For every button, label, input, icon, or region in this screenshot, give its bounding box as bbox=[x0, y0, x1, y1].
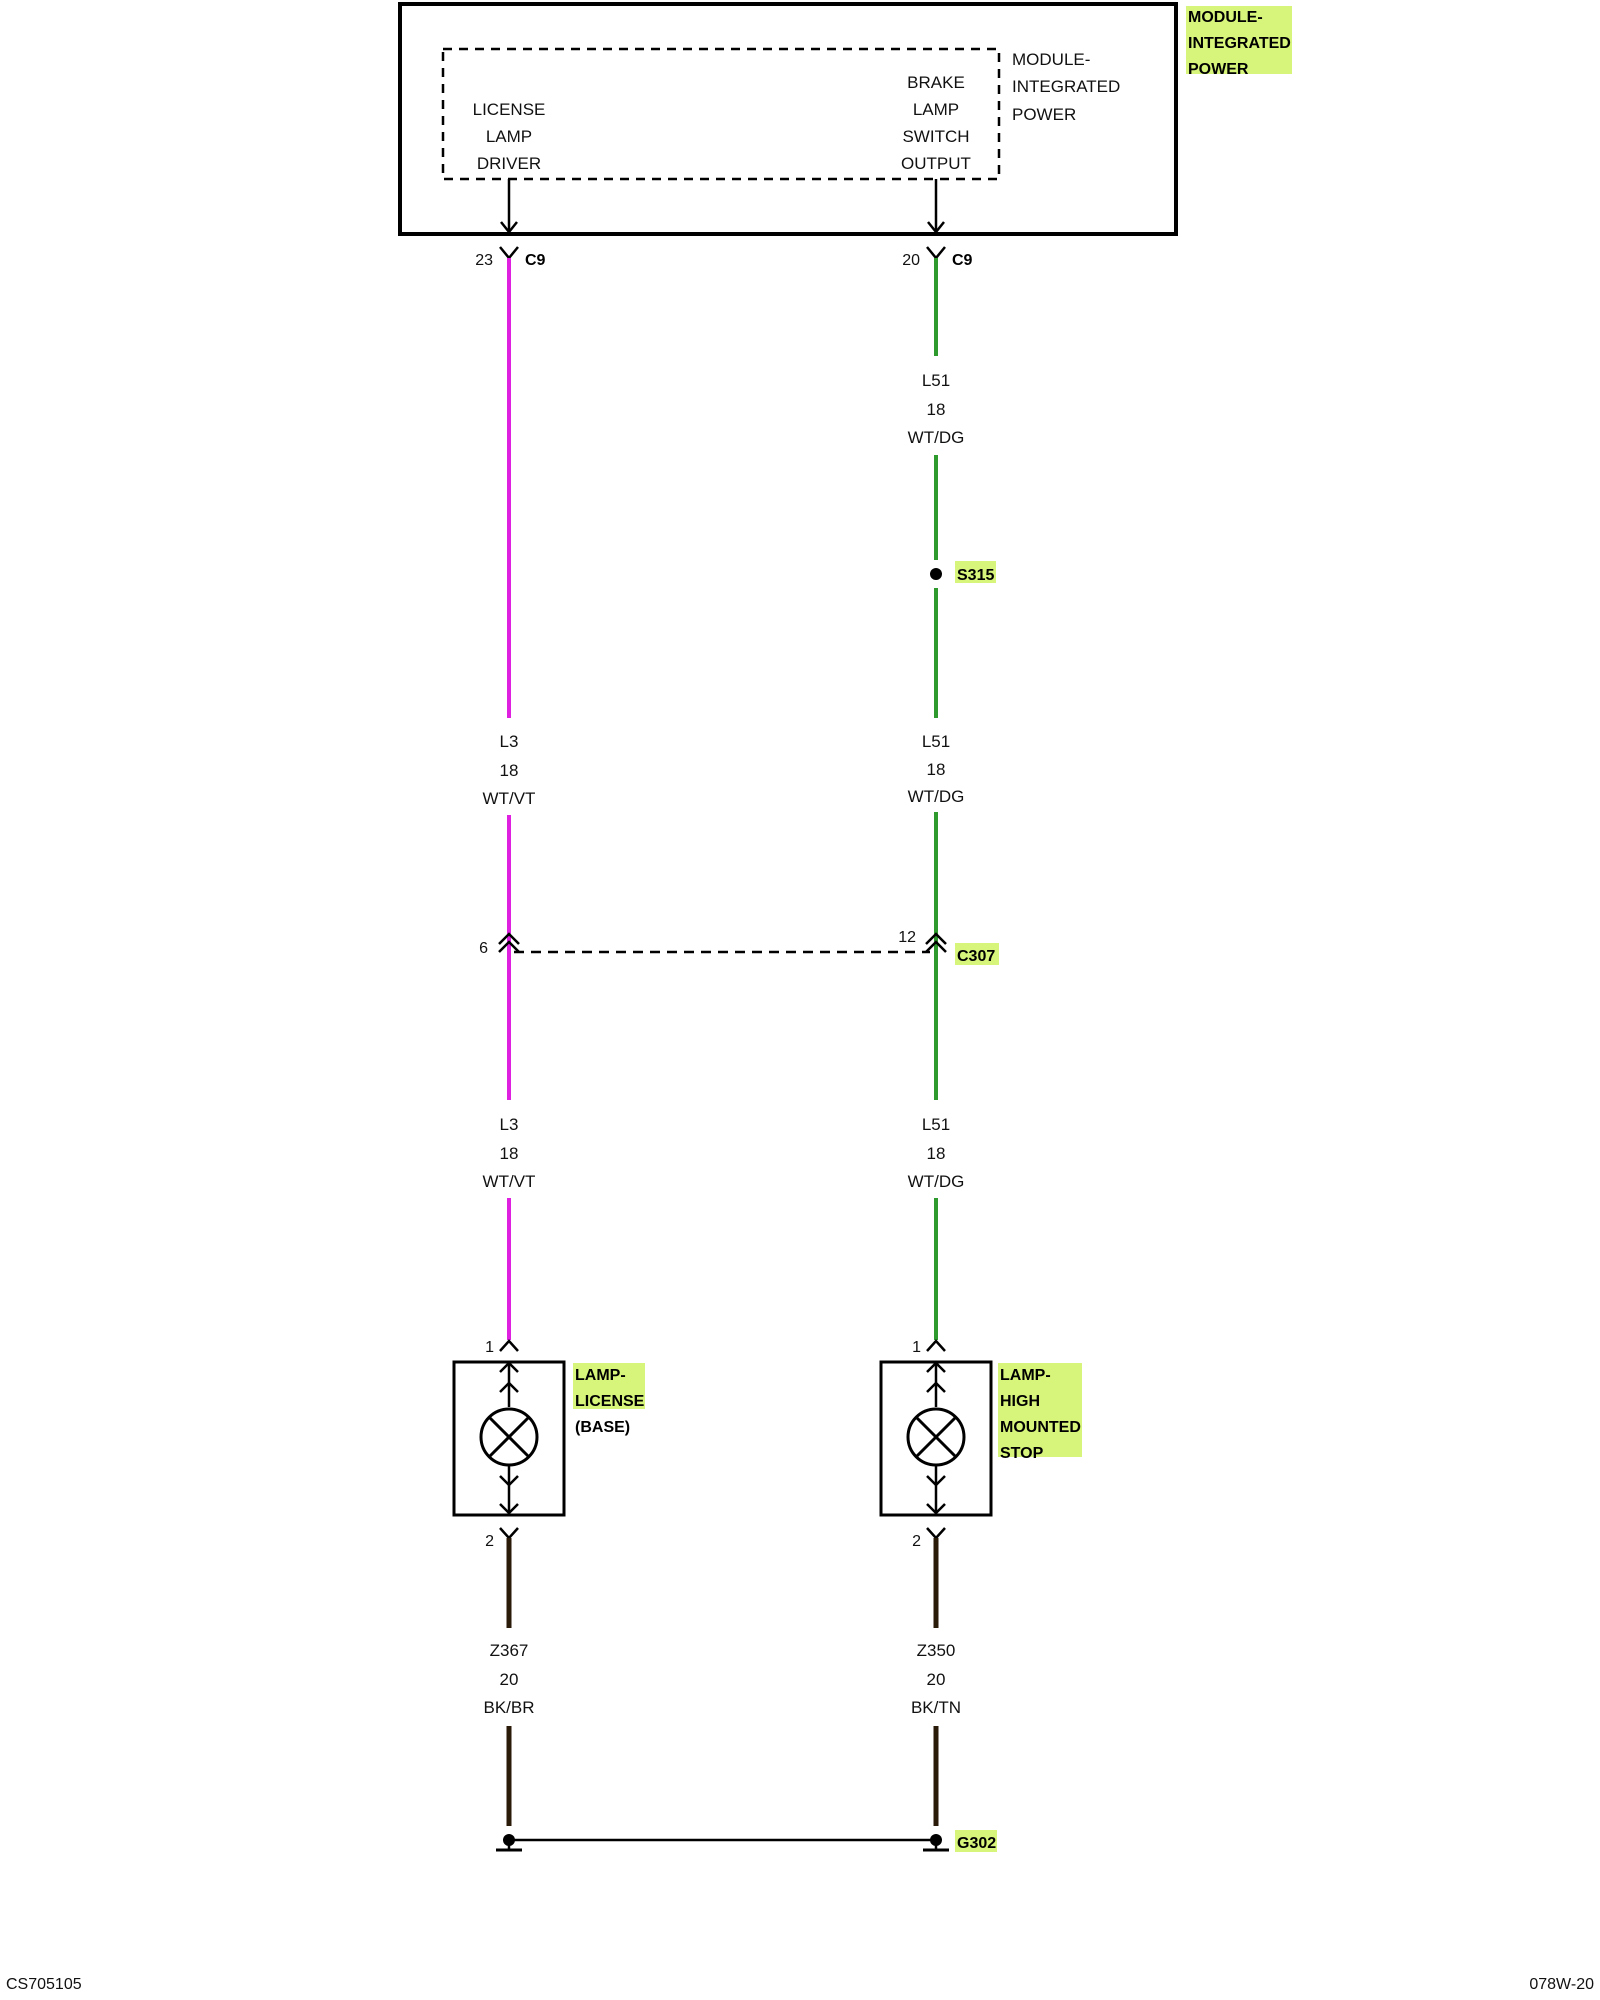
module-output-arrow-right bbox=[927, 179, 945, 235]
c9-right-connector-symbol bbox=[926, 246, 946, 260]
wire-z350-color: BK/TN bbox=[911, 1698, 961, 1717]
splice-s315-highlight bbox=[955, 561, 996, 583]
brake-output-line4: OUTPUT bbox=[901, 154, 971, 173]
c307-left-pin: 6 bbox=[479, 940, 488, 957]
wire-z350-circuit: Z350 bbox=[917, 1641, 956, 1660]
module-callout-line2: INTEGRATED bbox=[1012, 77, 1120, 96]
license-lamp-title-line1: LAMP- bbox=[575, 1367, 626, 1384]
wire-l51-2-gauge: 18 bbox=[927, 760, 946, 779]
license-lamp-title-highlight bbox=[573, 1363, 645, 1409]
c9-right-pin: 20 bbox=[902, 252, 920, 269]
wire-l3-1-circuit: L3 bbox=[500, 732, 519, 751]
c307-left-connector-symbol bbox=[498, 932, 520, 953]
brake-output-line2: LAMP bbox=[913, 100, 959, 119]
wire-z350-gauge: 20 bbox=[927, 1670, 946, 1689]
wire-z367-gauge: 20 bbox=[500, 1670, 519, 1689]
splice-s315-label: S315 bbox=[957, 567, 994, 584]
wire-l3-2-gauge: 18 bbox=[500, 1144, 519, 1163]
module-output-arrow-left bbox=[500, 179, 518, 235]
license-lamp-title-line2: LICENSE bbox=[575, 1393, 645, 1410]
wire-l51-2-color: WT/DG bbox=[908, 787, 965, 806]
wire-l51-3-color: WT/DG bbox=[908, 1172, 965, 1191]
license-lamp-top-connector bbox=[499, 1339, 519, 1352]
module-title-line2: INTEGRATED bbox=[1188, 35, 1291, 52]
module-callout-line1: MODULE- bbox=[1012, 50, 1090, 69]
hms-lamp-bottom-connector bbox=[926, 1527, 946, 1540]
module-title-line3: POWER bbox=[1188, 61, 1249, 78]
c307-highlight bbox=[955, 943, 999, 965]
license-driver-line1: LICENSE bbox=[473, 100, 546, 119]
c9-right-label: C9 bbox=[952, 252, 973, 269]
license-lamp-pin-top: 1 bbox=[485, 1339, 494, 1356]
hms-lamp-title-highlight bbox=[998, 1363, 1082, 1457]
wire-l51-1-gauge: 18 bbox=[927, 400, 946, 419]
c9-left-label: C9 bbox=[525, 252, 546, 269]
hms-lamp-pin-top: 1 bbox=[912, 1339, 921, 1356]
license-lamp: 1 2 bbox=[452, 1339, 566, 1550]
c9-left-connector-symbol bbox=[499, 246, 519, 260]
hms-lamp-title-line1: LAMP- bbox=[1000, 1367, 1051, 1384]
hms-lamp-pin-bottom: 2 bbox=[912, 1533, 921, 1550]
hms-lamp-title-line3: MOUNTED bbox=[1000, 1419, 1081, 1436]
footer-drawing-id: CS705105 bbox=[6, 1976, 82, 1993]
module-callout-line3: POWER bbox=[1012, 105, 1076, 124]
wire-l51-1-circuit: L51 bbox=[922, 371, 950, 390]
module-title-line1: MODULE- bbox=[1188, 9, 1263, 26]
brake-output-line1: BRAKE bbox=[907, 73, 965, 92]
ground-g302-highlight bbox=[955, 1830, 997, 1852]
wire-l3-2-color: WT/VT bbox=[483, 1172, 536, 1191]
module-title-highlight bbox=[1186, 6, 1292, 74]
splice-s315-dot bbox=[930, 568, 942, 580]
wire-l3-1-color: WT/VT bbox=[483, 789, 536, 808]
ground-g302-label: G302 bbox=[957, 1835, 996, 1852]
c9-left-pin: 23 bbox=[475, 252, 493, 269]
hms-lamp-title-line2: HIGH bbox=[1000, 1393, 1040, 1410]
c307-right-pin: 12 bbox=[898, 929, 916, 946]
wire-z367-circuit: Z367 bbox=[490, 1641, 529, 1660]
wire-l51-3-gauge: 18 bbox=[927, 1144, 946, 1163]
wire-z367-color: BK/BR bbox=[483, 1698, 534, 1717]
wire-l3-1-gauge: 18 bbox=[500, 761, 519, 780]
wire-l51-3-circuit: L51 bbox=[922, 1115, 950, 1134]
license-driver-line2: LAMP bbox=[486, 127, 532, 146]
wire-l3-2-circuit: L3 bbox=[500, 1115, 519, 1134]
license-lamp-variant: (BASE) bbox=[575, 1419, 630, 1436]
hms-lamp-top-connector bbox=[926, 1339, 946, 1352]
module-internal-box bbox=[441, 47, 1001, 181]
module-box bbox=[398, 2, 1178, 236]
c307-right-connector-symbol bbox=[925, 932, 947, 953]
brake-output-line3: SWITCH bbox=[902, 127, 969, 146]
hms-lamp-title-line4: STOP bbox=[1000, 1445, 1044, 1462]
ground-g302 bbox=[496, 1834, 949, 1852]
hms-lamp: 1 2 bbox=[879, 1339, 993, 1550]
wire-l51-2-circuit: L51 bbox=[922, 732, 950, 751]
footer-page-id: 078W-20 bbox=[1529, 1976, 1594, 1993]
wire-l51-1-color: WT/DG bbox=[908, 428, 965, 447]
license-lamp-pin-bottom: 2 bbox=[485, 1533, 494, 1550]
license-driver-line3: DRIVER bbox=[477, 154, 541, 173]
license-lamp-bottom-connector bbox=[499, 1527, 519, 1540]
c307-label: C307 bbox=[957, 948, 995, 965]
